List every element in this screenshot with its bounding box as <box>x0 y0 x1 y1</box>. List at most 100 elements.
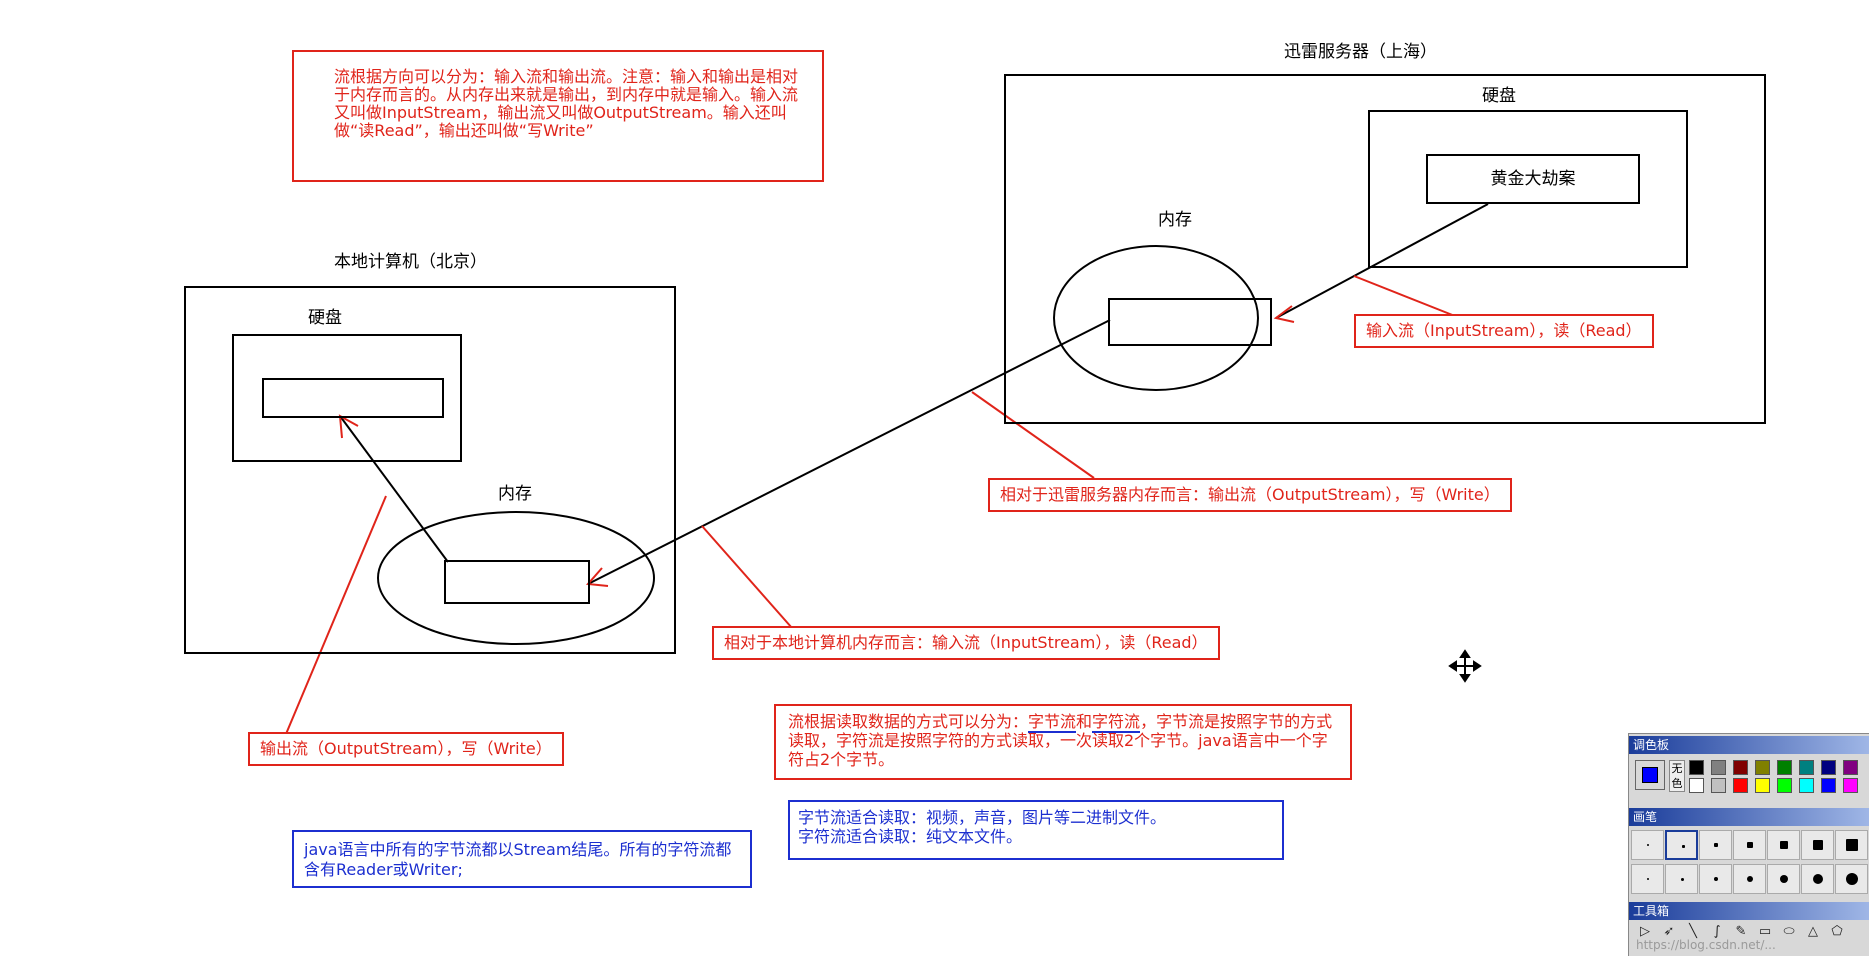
pen-tool-icon[interactable]: ✎ <box>1735 924 1747 939</box>
color-swatch[interactable] <box>1843 760 1858 775</box>
arrowhead-server-memory <box>1273 305 1295 323</box>
local-box <box>184 286 676 654</box>
local-disk-file <box>262 378 444 418</box>
palette-panel: 调色板 无色 画笔 工具箱 ▷ ➶ ╲ ∫ ✎ ▭ ⬭ △ ⬠ <box>1628 733 1869 956</box>
brush-dot <box>1647 844 1649 846</box>
csdn-watermark: https://blog.csdn.net/... <box>1636 938 1776 952</box>
note-kind-and: 和 <box>1076 712 1093 731</box>
server-memory-ellipse <box>1053 245 1259 391</box>
local-memory-buffer <box>444 560 590 604</box>
brush-size-option[interactable] <box>1767 830 1800 860</box>
brush-size-option[interactable] <box>1665 864 1698 894</box>
brush-size-option[interactable] <box>1801 830 1834 860</box>
color-swatch[interactable] <box>1843 778 1858 793</box>
color-swatch[interactable] <box>1777 778 1792 793</box>
brush-dot <box>1747 842 1753 848</box>
brush-size-option[interactable] <box>1733 830 1766 860</box>
palette-title: 调色板 <box>1629 736 1869 754</box>
server-disk-label: 硬盘 <box>1482 86 1516 106</box>
note-stream-direction: 流根据方向可以分为：输入流和输出流。注意：输入和输出是相对于内存而言的。从内存出… <box>292 50 824 182</box>
no-color-label: 无色 <box>1671 762 1683 790</box>
color-swatch[interactable] <box>1711 778 1726 793</box>
local-disk-box <box>232 334 462 462</box>
brush-dot <box>1714 877 1718 881</box>
brush-dot <box>1846 873 1858 885</box>
server-file-name: 黄金大劫案 <box>1490 169 1576 189</box>
server-box <box>1004 74 1766 424</box>
local-disk-label: 硬盘 <box>308 308 342 328</box>
server-disk-box <box>1368 110 1688 268</box>
no-color-button[interactable]: 无色 <box>1669 760 1685 792</box>
rectangle-tool-icon[interactable]: ▭ <box>1758 924 1772 939</box>
move-cursor-icon <box>1448 649 1482 683</box>
local-memory-ellipse <box>377 511 655 645</box>
server-memory-label: 内存 <box>1158 210 1192 230</box>
brush-size-option[interactable] <box>1631 864 1664 894</box>
brush-dot <box>1813 840 1823 850</box>
server-title: 迅雷服务器（上海） <box>1284 42 1437 62</box>
brush-size-option[interactable] <box>1733 864 1766 894</box>
note-stream-suitability: 字节流适合读取：视频，声音，图片等二进制文件。 字符流适合读取：纯文本文件。 <box>788 800 1284 860</box>
leader-local-output <box>285 495 387 735</box>
brush-dot <box>1681 844 1685 848</box>
brush-size-option[interactable] <box>1631 830 1664 860</box>
color-swatch[interactable] <box>1777 760 1792 775</box>
brush-dot <box>1680 877 1684 881</box>
leader-server-output <box>971 391 1095 479</box>
note-kind-part1: 流根据读取数据的方式可以分为： <box>788 712 1029 731</box>
label-local-output: 输出流（OutputStream），写（Write） <box>248 732 564 766</box>
brush-size-option[interactable] <box>1801 864 1834 894</box>
brush-size-option[interactable] <box>1767 864 1800 894</box>
label-server-input: 输入流（InputStream），读（Read） <box>1354 314 1654 348</box>
local-title: 本地计算机（北京） <box>334 252 487 272</box>
line-tool-icon[interactable]: ╲ <box>1689 924 1697 939</box>
flow-line-local-memory-to-disk <box>339 415 449 563</box>
curve-tool-icon[interactable]: ∫ <box>1713 924 1721 939</box>
ellipse-tool-icon[interactable]: ⬭ <box>1783 924 1795 939</box>
color-swatch[interactable] <box>1689 778 1704 793</box>
node-arrow-icon[interactable]: ➶ <box>1663 924 1675 939</box>
brush-dot <box>1647 878 1649 880</box>
server-memory-buffer <box>1108 298 1272 346</box>
brush-size-option[interactable] <box>1665 830 1698 860</box>
brush-dot <box>1780 875 1788 883</box>
brush-dot <box>1780 841 1788 849</box>
note-java-naming: java语言中所有的字节流都以Stream结尾。所有的字符流都含有Reader或… <box>292 830 752 888</box>
triangle-tool-icon[interactable]: △ <box>1808 924 1818 939</box>
leader-local-input <box>701 525 793 629</box>
label-server-output: 相对于迅雷服务器内存而言：输出流（OutputStream），写（Write） <box>988 478 1512 512</box>
current-color-fill <box>1642 767 1658 783</box>
color-swatch[interactable] <box>1799 778 1814 793</box>
note-kind-part2: ，字节流是按照字节的方式读取，字符流是按照字符的方式读取，一次读取2个字节。ja… <box>788 712 1333 769</box>
local-memory-label: 内存 <box>498 484 532 504</box>
brush-size-option[interactable] <box>1699 864 1732 894</box>
brush-size-option[interactable] <box>1835 864 1868 894</box>
polygon-tool-icon[interactable]: ⬠ <box>1831 924 1843 939</box>
flow-line-server-disk-to-memory <box>1275 203 1489 319</box>
color-swatch[interactable] <box>1821 778 1836 793</box>
brush-dot <box>1813 874 1823 884</box>
brush-dot <box>1846 839 1858 851</box>
brush-size-option[interactable] <box>1699 830 1732 860</box>
color-swatch[interactable] <box>1755 778 1770 793</box>
brush-dot <box>1747 876 1753 882</box>
color-swatch[interactable] <box>1711 760 1726 775</box>
color-swatch[interactable] <box>1755 760 1770 775</box>
brush-size-option[interactable] <box>1835 830 1868 860</box>
color-swatch[interactable] <box>1733 760 1748 775</box>
color-swatch[interactable] <box>1689 760 1704 775</box>
note-kind-byte: 字节流 <box>1028 712 1077 733</box>
color-swatch[interactable] <box>1799 760 1814 775</box>
current-color-swatch[interactable] <box>1635 760 1665 790</box>
note-suit-line2: 字符流适合读取：纯文本文件。 <box>798 827 1023 846</box>
label-local-input: 相对于本地计算机内存而言：输入流（InputStream），读（Read） <box>712 626 1220 660</box>
server-file-box: 黄金大劫案 <box>1426 154 1640 204</box>
note-kind-char: 字符流 <box>1092 712 1141 733</box>
color-swatch[interactable] <box>1733 778 1748 793</box>
leader-server-input <box>1353 275 1461 319</box>
note-stream-kind: 流根据读取数据的方式可以分为：字节流和字符流，字节流是按照字节的方式读取，字符流… <box>774 704 1352 780</box>
select-arrow-icon[interactable]: ▷ <box>1640 924 1650 939</box>
brush-title: 画笔 <box>1629 808 1869 826</box>
brush-dot <box>1714 843 1718 847</box>
color-swatch[interactable] <box>1821 760 1836 775</box>
